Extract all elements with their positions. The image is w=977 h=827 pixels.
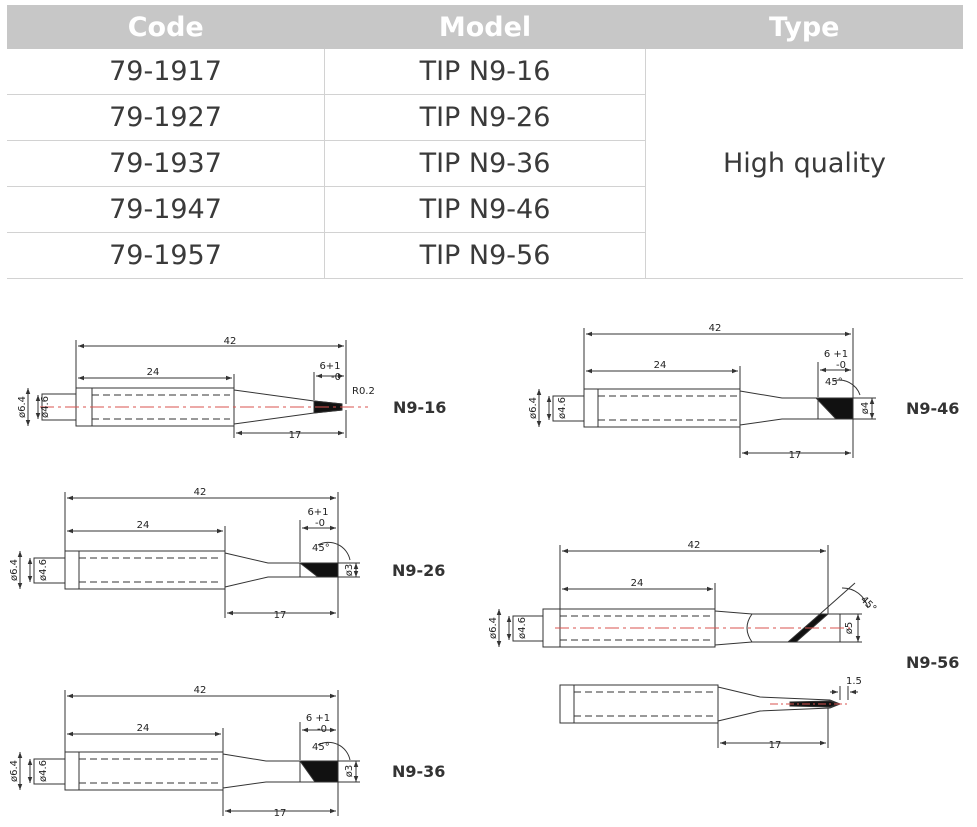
- table-row: 79-1927 TIP N9-26: [7, 94, 963, 141]
- dim-angle-n9-36: 45°: [312, 742, 330, 753]
- label-n9-36: N9-36: [392, 762, 445, 781]
- dim-outer-n9-56: ø6.4: [488, 617, 499, 639]
- dim-tipdia-n9-26: ø3: [344, 564, 355, 576]
- cell-code: 79-1937: [7, 140, 325, 187]
- cell-model: TIP N9-56: [324, 232, 646, 279]
- dim-tip-n9-36: 17: [274, 808, 287, 819]
- table-row: 79-1957 TIP N9-56: [7, 232, 963, 279]
- cell-code: 79-1917: [7, 49, 325, 95]
- dim-angle-n9-26: 45°: [312, 543, 330, 554]
- diagram-n9-46: [536, 328, 876, 458]
- cell-type: High quality: [645, 49, 963, 279]
- dim-inner-n9-16: ø4.6: [40, 396, 51, 418]
- label-n9-56: N9-56: [906, 653, 959, 672]
- dim-taper-n9-26: 6+1: [307, 507, 328, 518]
- header-model: Model: [324, 5, 646, 49]
- dim-tip-n9-16: 17: [289, 430, 302, 441]
- diagram-n9-36: [17, 690, 360, 816]
- cell-model: TIP N9-36: [324, 140, 646, 187]
- diagram-n9-56: [496, 545, 869, 648]
- dim-tipwidth-n9-56: 1.5: [846, 676, 862, 687]
- dim-inner-n9-46: ø4.6: [557, 397, 568, 419]
- spec-table: Code Model Type 79-1917 TIP N9-16 High q…: [7, 5, 963, 279]
- dim-tipdia-n9-46: ø4: [860, 402, 871, 414]
- cell-code: 79-1957: [7, 232, 325, 279]
- label-n9-16: N9-16: [393, 398, 446, 417]
- dim-outer-n9-26: ø6.4: [9, 559, 20, 581]
- dim-taper-tol-n9-36: -0: [317, 724, 327, 735]
- cell-code: 79-1927: [7, 94, 325, 141]
- label-n9-46: N9-46: [906, 399, 959, 418]
- dim-total-n9-16: 42: [224, 336, 237, 347]
- cell-code: 79-1947: [7, 186, 325, 233]
- dim-body-n9-46: 24: [654, 360, 667, 371]
- table-row: 79-1937 TIP N9-36: [7, 140, 963, 187]
- dim-outer-n9-16: ø6.4: [17, 396, 28, 418]
- dim-body-n9-36: 24: [137, 723, 150, 734]
- dim-radius-n9-16: R0.2: [352, 386, 375, 397]
- cell-model: TIP N9-26: [324, 94, 646, 141]
- dim-outer-n9-36: ø6.4: [9, 760, 20, 782]
- dim-total-n9-36: 42: [194, 685, 207, 696]
- table-header-row: Code Model Type: [7, 5, 963, 49]
- dim-taper-n9-16: 6+1: [319, 361, 340, 372]
- dim-taper-n9-36: 6 +1: [306, 713, 330, 724]
- dim-outer-n9-46: ø6.4: [528, 397, 539, 419]
- dim-taper-n9-46: 6 +1: [824, 349, 848, 360]
- dim-angle-n9-56: 45°: [858, 594, 878, 614]
- dim-total-n9-56: 42: [688, 540, 701, 551]
- header-code: Code: [7, 5, 325, 49]
- dim-tipdia-n9-36: ø3: [344, 765, 355, 777]
- dim-total-n9-46: 42: [709, 323, 722, 334]
- dim-tip-n9-46: 17: [789, 450, 802, 461]
- dim-taper-tol-n9-46: -0: [836, 360, 846, 371]
- cell-model: TIP N9-16: [324, 49, 646, 95]
- table-row: 79-1947 TIP N9-46: [7, 186, 963, 233]
- dim-taper-tol-n9-16: -0: [331, 372, 341, 383]
- dim-inner-n9-26: ø4.6: [38, 559, 49, 581]
- dim-taper-tol-n9-26: -0: [315, 518, 325, 529]
- diagram-n9-26: [17, 492, 360, 618]
- header-type: Type: [645, 5, 963, 49]
- label-n9-26: N9-26: [392, 561, 445, 580]
- dim-tipdia-n9-56: ø5: [844, 622, 855, 634]
- dim-inner-n9-36: ø4.6: [38, 760, 49, 782]
- dim-body-n9-26: 24: [137, 520, 150, 531]
- diagram-n9-56-top: [559, 684, 858, 748]
- dim-body-n9-16: 24: [147, 367, 160, 378]
- table-row: 79-1917 TIP N9-16 High quality: [7, 49, 963, 279]
- dim-tip-n9-56: 17: [769, 740, 782, 751]
- dim-inner-n9-56: ø4.6: [517, 617, 528, 639]
- dim-total-n9-26: 42: [194, 487, 207, 498]
- dim-angle-n9-46: 45°: [825, 377, 843, 388]
- diagram-n9-16: [25, 340, 368, 438]
- cell-model: TIP N9-46: [324, 186, 646, 233]
- dim-body-n9-56: 24: [631, 578, 644, 589]
- dim-tip-n9-26: 17: [274, 610, 287, 621]
